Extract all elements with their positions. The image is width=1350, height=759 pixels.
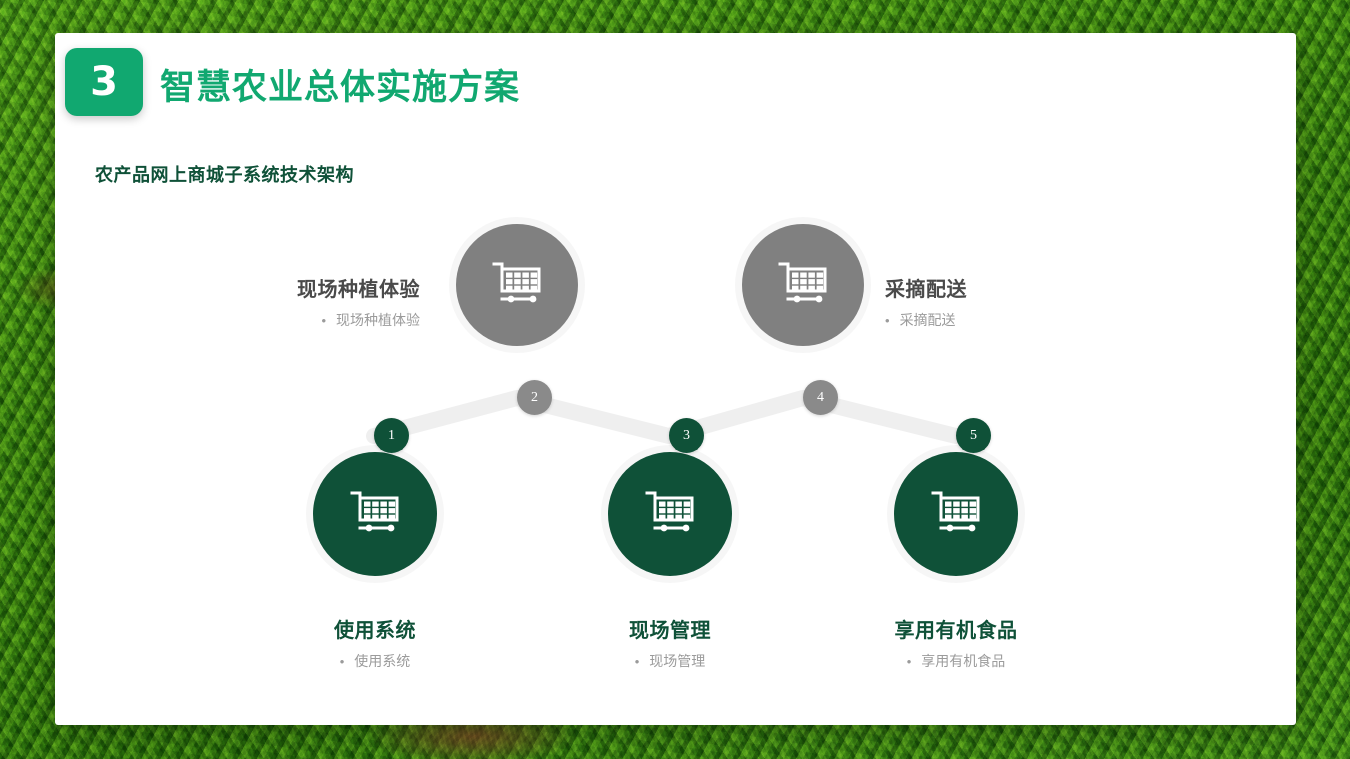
shopping-cart-icon (778, 262, 827, 303)
node-circle-3[interactable] (608, 452, 732, 576)
shopping-cart-icon (931, 491, 980, 532)
node-bullet-text-5: 享用有机食品 (921, 653, 1006, 669)
node-label-1: 使用系统 • 使用系统 (250, 614, 500, 671)
node-bullet-4: • 采摘配送 (885, 310, 1105, 330)
section-number-text: 3 (90, 59, 118, 105)
node-title-4: 采摘配送 (885, 279, 967, 301)
node-bullet-5: • 享用有机食品 (831, 651, 1081, 671)
shopping-cart-icon (492, 262, 541, 303)
slide-subtitle: 农产品网上商城子系统技术架构 (95, 165, 354, 185)
bullet-marker-icon: • (906, 654, 912, 669)
node-circle-5[interactable] (894, 452, 1018, 576)
node-step-number-5[interactable]: 5 (956, 418, 991, 453)
node-title-2: 现场种植体验 (297, 279, 420, 301)
node-bullet-2: • 现场种植体验 (210, 310, 420, 330)
bullet-marker-icon: • (339, 654, 345, 669)
node-label-4: 采摘配送 • 采摘配送 (885, 273, 1105, 330)
bullet-marker-icon: • (634, 654, 640, 669)
node-title-3: 现场管理 (629, 620, 711, 642)
node-bullet-text-1: 使用系统 (354, 653, 411, 669)
shopping-cart-icon (645, 491, 694, 532)
node-bullet-text-4: 采摘配送 (899, 312, 956, 328)
bullet-marker-icon: • (321, 313, 326, 328)
shopping-cart-icon (350, 491, 399, 532)
node-label-3: 现场管理 • 现场管理 (545, 614, 795, 671)
node-label-5: 享用有机食品 • 享用有机食品 (831, 614, 1081, 671)
node-bullet-3: • 现场管理 (545, 651, 795, 671)
node-step-number-2[interactable]: 2 (517, 380, 552, 415)
node-title-5: 享用有机食品 (894, 620, 1018, 642)
slide-card: 3 智慧农业总体实施方案 农产品网上商城子系统技术架构 1 使用系统 • 使用系统 2 现… (55, 33, 1296, 725)
node-label-2: 现场种植体验 • 现场种植体验 (210, 273, 420, 330)
node-bullet-1: • 使用系统 (250, 651, 500, 671)
section-number-badge: 3 (65, 48, 143, 116)
bullet-marker-icon: • (885, 313, 890, 328)
node-bullet-text-3: 现场管理 (649, 653, 706, 669)
node-circle-1[interactable] (313, 452, 437, 576)
node-circle-2[interactable] (456, 224, 578, 346)
page-title: 智慧农业总体实施方案 (160, 68, 521, 107)
node-step-number-1[interactable]: 1 (374, 418, 409, 453)
node-step-number-4[interactable]: 4 (803, 380, 838, 415)
node-circle-4[interactable] (742, 224, 864, 346)
node-title-1: 使用系统 (334, 620, 416, 642)
node-bullet-text-2: 现场种植体验 (336, 312, 420, 328)
node-step-number-3[interactable]: 3 (669, 418, 704, 453)
